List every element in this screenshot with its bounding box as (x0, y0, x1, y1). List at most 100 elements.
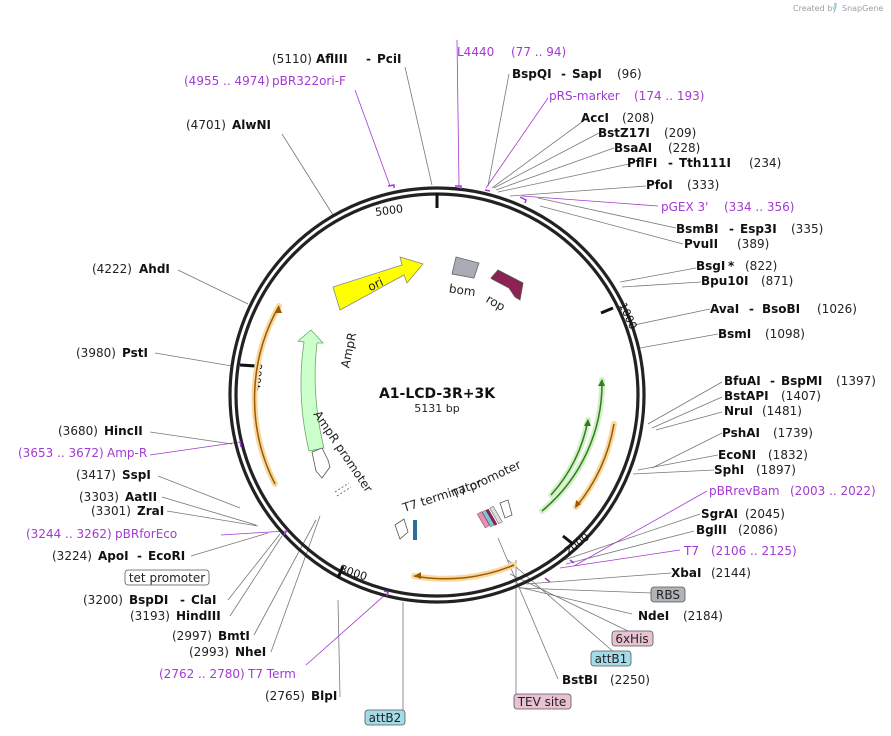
t7-terminator-label: T7 terminator (400, 476, 484, 515)
bsmi-pos: (1098) (765, 327, 805, 341)
ahdi-pos: (4222) (92, 262, 132, 276)
blpi-name: BlpI (311, 689, 337, 703)
plasmid-size: 5131 bp (414, 402, 459, 415)
bsgi-pos: (822) (745, 259, 777, 273)
pshai-pos: (1739) (773, 426, 813, 440)
nhei-name: NheI (235, 645, 266, 659)
ecori-name: EcoRI (148, 549, 185, 563)
scale-tick-marks (239, 193, 614, 579)
leader-lines (149, 66, 723, 710)
bsgi-star: * (728, 259, 735, 273)
nhei-pos: (2993) (189, 645, 229, 659)
attb2-label: attB2 (369, 711, 402, 725)
zrai-pos: (3301) (91, 504, 131, 518)
sapi-name: SapI (572, 67, 602, 81)
pfoi-name: PfoI (646, 178, 673, 192)
t7term-name: T7 Term (247, 667, 296, 681)
hindiii-name: HindIII (176, 609, 221, 623)
bspdi-sep: - (180, 593, 185, 607)
pcii-name: PciI (377, 52, 402, 66)
econi-name: EcoNI (718, 448, 756, 462)
avai-sep: - (749, 302, 754, 316)
bfuai-name: BfuAI (724, 374, 761, 388)
bstbi-pos: (2250) (610, 673, 650, 687)
bspqi-name: BspQI (512, 67, 552, 81)
t7term-pos: (2762 .. 2780) (159, 667, 245, 681)
snapgene-logo (834, 3, 837, 11)
aatii-name: AatII (125, 490, 157, 504)
aatii-pos: (3303) (79, 490, 119, 504)
pflfi-sep: - (668, 156, 673, 170)
ampr-primer-name: Amp-R (107, 446, 147, 460)
orf-arcs-orange (251, 303, 617, 582)
bsgi-name: BsgI (696, 259, 725, 273)
bspqi-pos: (96) (617, 67, 642, 81)
sphi-name: SphI (714, 463, 744, 477)
credit-created-by: Created by (793, 4, 837, 13)
pbr322ori-pos: (4955 .. 4974) (184, 74, 270, 88)
econi-pos: (1832) (768, 448, 808, 462)
sspi-name: SspI (122, 468, 151, 482)
bsmi-name: BsmI (718, 327, 751, 341)
bglii-pos: (2086) (738, 523, 778, 537)
ampr-promoter-feature: AmpR promoter (310, 408, 375, 495)
rop-label: rop (484, 292, 508, 314)
credit-brand: SnapGene (842, 4, 883, 13)
rop-feature: rop (484, 269, 524, 314)
l4440-name: L4440 (457, 45, 494, 59)
sphi-pos: (1897) (756, 463, 796, 477)
bstz17i-pos: (209) (664, 126, 696, 140)
ampr-primer-pos: (3653 .. 3672) (18, 446, 104, 460)
nrui-pos: (1481) (762, 404, 802, 418)
esp3i-name: Esp3I (740, 222, 777, 236)
bspdi-pos: (3200) (83, 593, 123, 607)
alwni-pos: (4701) (186, 118, 226, 132)
hincii-name: HincII (104, 424, 143, 438)
psti-name: PstI (122, 346, 148, 360)
scale-label-2000: 2000 (562, 530, 592, 557)
bom-feature: bom (448, 256, 480, 299)
scale-label-5000: 5000 (374, 202, 404, 219)
pbrrevbam-pos: (2003 .. 2022) (790, 484, 876, 498)
avai-pos: (1026) (817, 302, 857, 316)
attb2-tag: attB2 (364, 709, 406, 726)
bspmi-name: BspMI (781, 374, 822, 388)
t7-name: T7 (683, 544, 699, 558)
bsaai-pos: (228) (668, 141, 700, 155)
acci-name: AccI (581, 111, 609, 125)
primer-binding-marks (239, 184, 575, 597)
l4440-pos: (77 .. 94) (511, 45, 566, 59)
pflfi-name: PflFI (627, 156, 657, 170)
bstz17i-name: BstZ17I (598, 126, 650, 140)
clai-name: ClaI (191, 593, 216, 607)
t7-pos: (2106 .. 2125) (711, 544, 797, 558)
bpu10i-name: Bpu10I (701, 274, 748, 288)
bstapi-pos: (1407) (781, 389, 821, 403)
hindiii-pos: (3193) (130, 609, 170, 623)
attb1-tag: attB1 (590, 650, 632, 667)
prs-marker-pos: (174 .. 193) (634, 89, 704, 103)
pflfi-pos: (234) (749, 156, 781, 170)
primer-leader-lines (149, 39, 708, 666)
bfuai-sep: - (770, 374, 775, 388)
pbr322ori-name: pBR322ori-F (272, 74, 346, 88)
attb1-label: attB1 (595, 652, 628, 666)
bmti-pos: (2997) (172, 629, 212, 643)
tet-promoter-tag: tet promoter (124, 569, 210, 586)
bsmbi-pos: (335) (791, 222, 823, 236)
ampr-label: AmpR (338, 331, 359, 369)
ori-label: ori (365, 275, 385, 294)
ahdi-name: AhdI (139, 262, 170, 276)
bspqi-sep: - (561, 67, 566, 81)
ndei-name: NdeI (638, 609, 669, 623)
afliii-name: AflIII (316, 52, 348, 66)
blpi-pos: (2765) (265, 689, 305, 703)
ndei-pos: (2184) (683, 609, 723, 623)
bpu10i-pos: (871) (761, 274, 793, 288)
nrui-name: NruI (724, 404, 753, 418)
rbs-tag: RBS (650, 586, 686, 603)
prs-marker-name: pRS-marker (549, 89, 620, 103)
sgrai-pos: (2045) (745, 507, 785, 521)
sgrai-name: SgrAI (701, 507, 738, 521)
